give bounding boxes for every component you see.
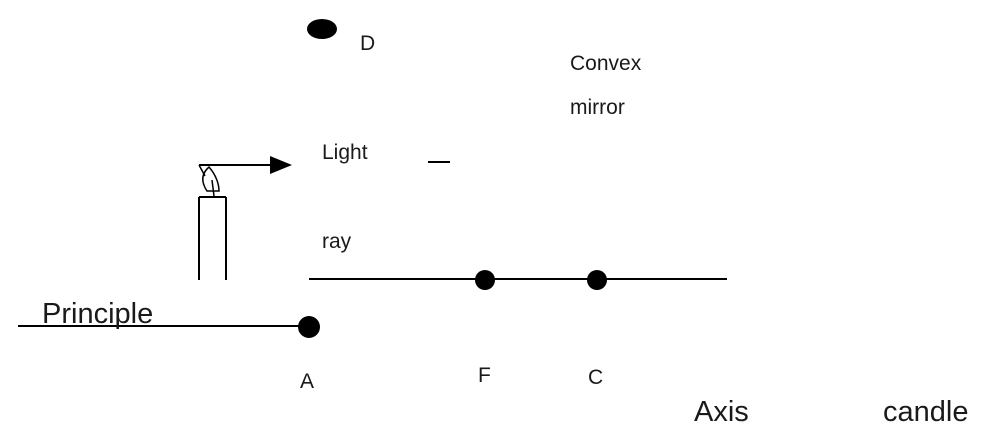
label-f: F <box>478 364 491 387</box>
label-c: C <box>588 366 603 389</box>
candle-flame-icon <box>202 165 220 192</box>
candle-wick <box>211 179 215 197</box>
label-ray: ray <box>322 230 352 253</box>
label-principle: Principle <box>42 298 153 330</box>
arrow-stem <box>198 164 206 177</box>
label-light: Light <box>322 141 368 164</box>
label-d: D <box>360 32 375 55</box>
point-f-dot <box>475 270 495 290</box>
label-candle: candle <box>883 396 968 428</box>
arrow-head-icon <box>270 156 292 174</box>
point-d-dot <box>307 19 337 39</box>
label-axis: Axis <box>694 396 749 428</box>
label-a: A <box>300 370 314 393</box>
point-c-dot <box>587 270 607 290</box>
label-mirror: mirror <box>570 96 625 119</box>
label-convex: Convex <box>570 52 642 75</box>
point-a-dot <box>298 316 320 338</box>
